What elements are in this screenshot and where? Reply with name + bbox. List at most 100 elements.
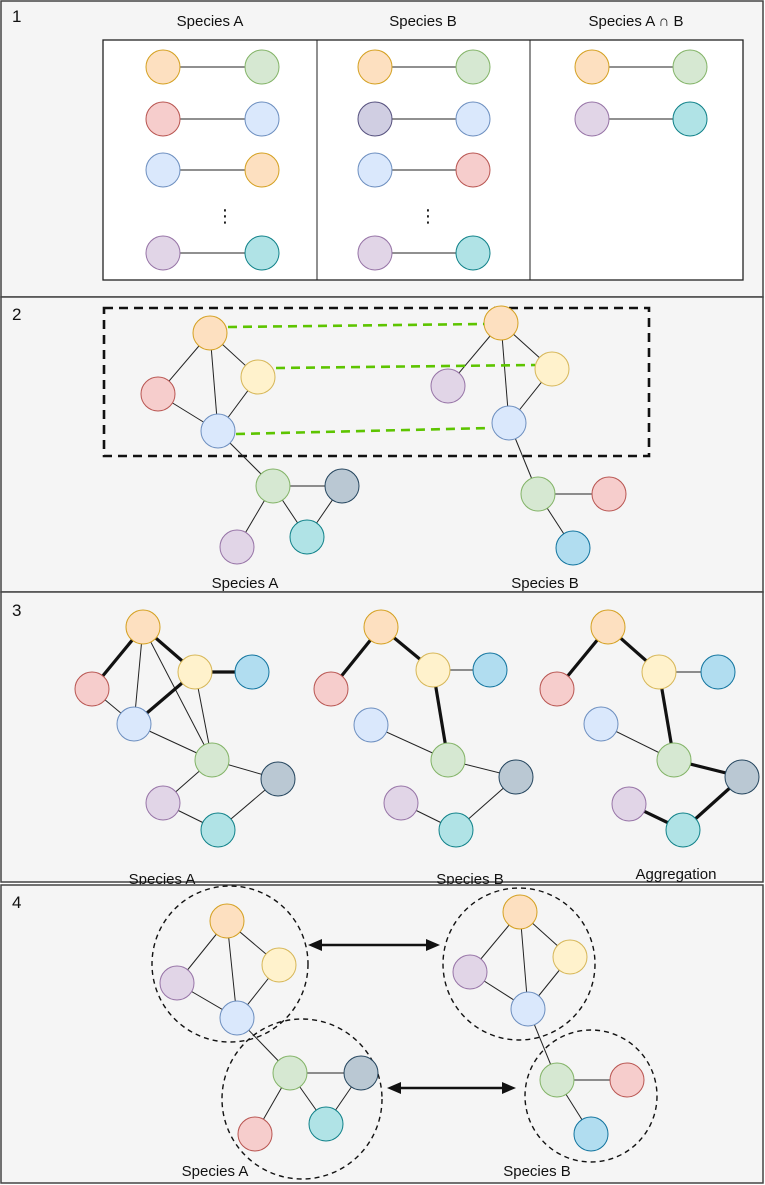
node-blue: [510, 991, 546, 1027]
node-orange: [590, 609, 626, 645]
node-cyan: [573, 1116, 609, 1152]
module-outline: [151, 885, 309, 1043]
node-teal: [665, 812, 701, 848]
panel-2-number: 2: [12, 305, 21, 324]
node-red: [539, 671, 575, 707]
label-species-b: Species B: [436, 871, 504, 888]
network-species-a: [140, 315, 360, 565]
panel-1: 1 Species A Species B Species A ∩ B ⋮ ⋮: [0, 0, 764, 298]
node-purple: [574, 101, 610, 137]
node-green: [272, 1055, 308, 1091]
panel-3: 3: [0, 591, 764, 888]
node-teal: [455, 235, 491, 271]
node-orange: [502, 894, 538, 930]
node-purple: [383, 785, 419, 821]
node-orange: [574, 49, 610, 85]
node-blue: [357, 152, 393, 188]
panel-4-number: 4: [12, 893, 21, 912]
node-purple: [159, 965, 195, 1001]
node-purple: [145, 235, 181, 271]
node-purple: [430, 368, 466, 404]
node-red: [145, 101, 181, 137]
node-teal: [672, 101, 708, 137]
node-slate: [260, 761, 296, 797]
node-red: [609, 1062, 645, 1098]
node-green: [430, 742, 466, 778]
label-species-b: Species B: [511, 575, 579, 592]
node-yellow: [641, 654, 677, 690]
label-aggregation: Aggregation: [636, 866, 717, 883]
node-red: [455, 152, 491, 188]
panel-2-background: [0, 296, 764, 593]
node-purple: [219, 529, 255, 565]
node-blue: [219, 1000, 255, 1036]
node-blue: [116, 706, 152, 742]
node-green: [539, 1062, 575, 1098]
node-teal: [438, 812, 474, 848]
node-red: [237, 1116, 273, 1152]
node-teal: [289, 519, 325, 555]
node-blue: [244, 101, 280, 137]
panel-3-number: 3: [12, 601, 21, 620]
panel-1-number: 1: [12, 7, 21, 26]
node-red: [74, 671, 110, 707]
node-orange: [145, 49, 181, 85]
network-species-b: [452, 894, 645, 1152]
node-cyan: [700, 654, 736, 690]
alignment-match-line: [235, 426, 492, 436]
ellipsis-species-b: ⋮: [419, 206, 437, 226]
alignment-match-line: [275, 363, 536, 370]
node-slate: [343, 1055, 379, 1091]
node-green: [255, 468, 291, 504]
arrow-head-left: [387, 1082, 401, 1094]
network-species-a: [74, 609, 296, 848]
panel-4-background: [0, 884, 764, 1184]
arrow-head-right: [502, 1082, 516, 1094]
column-title-species-b: Species B: [389, 13, 457, 30]
node-orange: [357, 49, 393, 85]
node-green: [455, 49, 491, 85]
node-blue: [491, 405, 527, 441]
node-yellow: [240, 359, 276, 395]
node-teal: [244, 235, 280, 271]
node-red: [591, 476, 627, 512]
network-aggregation: [539, 609, 760, 848]
node-navy: [357, 101, 393, 137]
node-orange: [192, 315, 228, 351]
node-purple: [611, 786, 647, 822]
node-yellow: [177, 654, 213, 690]
node-orange: [244, 152, 280, 188]
node-green: [672, 49, 708, 85]
node-slate: [498, 759, 534, 795]
module-outline: [442, 887, 596, 1041]
node-blue: [583, 706, 619, 742]
node-cyan: [472, 652, 508, 688]
aligned-region-box: [102, 306, 651, 458]
network-species-b: [430, 305, 627, 566]
node-cyan: [234, 654, 270, 690]
network-species-b: [313, 609, 534, 848]
node-green: [656, 742, 692, 778]
node-green: [194, 742, 230, 778]
network-edge: [142, 626, 213, 761]
node-red: [313, 671, 349, 707]
node-yellow: [261, 947, 297, 983]
node-orange: [125, 609, 161, 645]
node-red: [140, 376, 176, 412]
arrow-head-left: [308, 939, 322, 951]
node-green: [244, 49, 280, 85]
label-species-a: Species A: [212, 575, 279, 592]
node-cyan: [555, 530, 591, 566]
ellipsis-species-a: ⋮: [216, 206, 234, 226]
node-yellow: [415, 652, 451, 688]
arrow-head-right: [426, 939, 440, 951]
node-purple: [145, 785, 181, 821]
column-title-species-a: Species A: [177, 13, 244, 30]
node-purple: [452, 954, 488, 990]
node-blue: [455, 101, 491, 137]
node-teal: [308, 1106, 344, 1142]
node-blue: [353, 707, 389, 743]
node-purple: [357, 235, 393, 271]
node-blue: [145, 152, 181, 188]
